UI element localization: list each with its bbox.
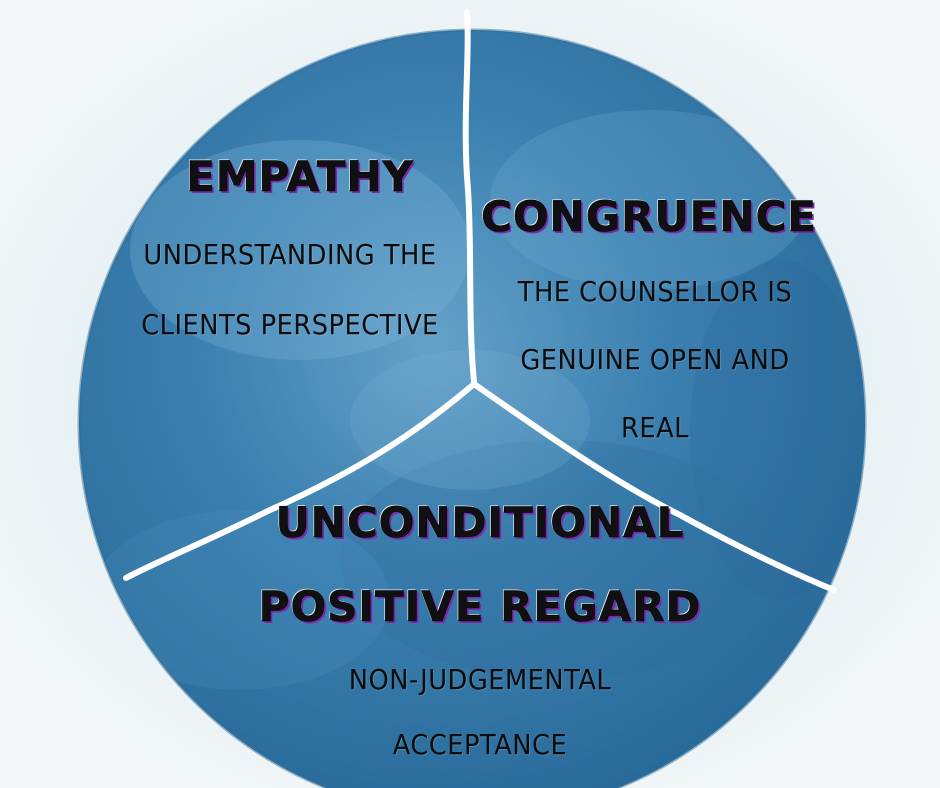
segment-upr-description-line-1: NON-JUDGEMENTAL [348, 663, 612, 696]
circle [77, 28, 867, 788]
dividers [123, 9, 837, 593]
divider-top [462, 9, 477, 385]
divider-left [123, 381, 477, 581]
segment-congruence-description-line-1: THE COUNSELLOR IS [517, 275, 793, 308]
segment-upr-title-line-1: UNCONDITIONAL [275, 498, 685, 548]
divider-right [471, 381, 837, 593]
segment-empathy-description-line-2: CLIENTS PERSPECTIVE [141, 308, 439, 341]
segment-congruence-description-line-3: REAL [621, 411, 689, 444]
segment-upr-description-line-2: ACCEPTANCE [392, 728, 568, 761]
segment-empathy-description-line-1: UNDERSTANDING THE [143, 238, 437, 271]
segment-congruence-title: CONGRUENCE [481, 192, 817, 242]
segment-congruence-description-line-2: GENUINE OPEN AND [520, 343, 790, 376]
segment-upr-title-line-2: POSITIVE REGARD [258, 582, 702, 632]
segment-empathy-title: EMPATHY [186, 152, 414, 202]
